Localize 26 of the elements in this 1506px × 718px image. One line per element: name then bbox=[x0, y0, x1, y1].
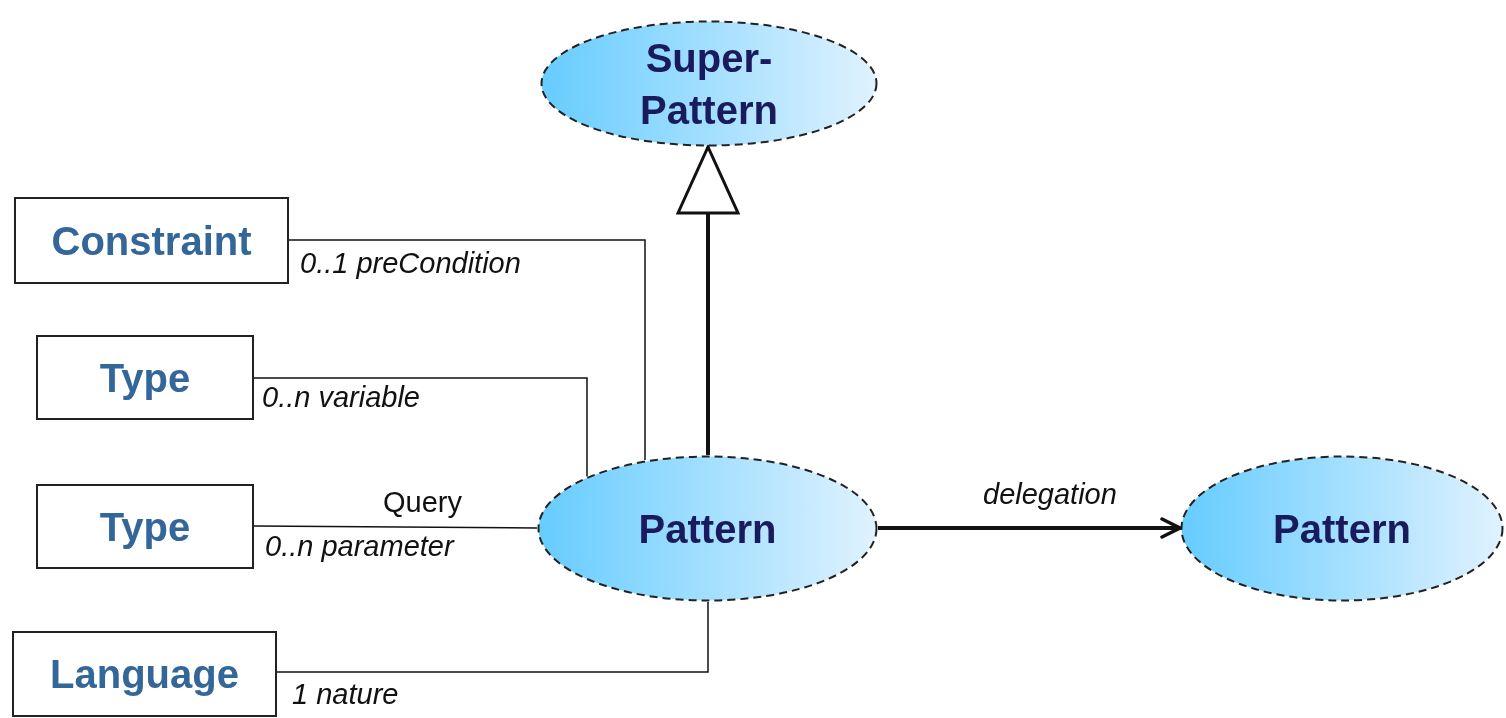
association-line bbox=[253, 377, 588, 478]
edge-label: 0..n parameter bbox=[265, 530, 454, 563]
node-label: Type bbox=[99, 354, 191, 402]
association-line bbox=[288, 239, 646, 461]
class-box bbox=[36, 335, 254, 420]
node-label: Language bbox=[50, 651, 239, 698]
class-box bbox=[12, 631, 277, 717]
qualifier-label: Query bbox=[383, 486, 462, 519]
node-label: Pattern bbox=[637, 505, 778, 553]
class-box bbox=[36, 484, 254, 569]
arrow bbox=[878, 517, 1182, 539]
node-label: Super- Pattern bbox=[639, 34, 779, 134]
ellipse-node bbox=[1180, 455, 1504, 602]
edge-label: 1 nature bbox=[292, 678, 399, 711]
generalization-arrow bbox=[676, 145, 740, 455]
edge-label: delegation bbox=[983, 478, 1117, 511]
association-line bbox=[276, 601, 709, 673]
node-label: Pattern bbox=[1272, 505, 1412, 553]
node-label: Type bbox=[99, 503, 191, 551]
ellipse-node bbox=[540, 20, 878, 147]
ellipse-node bbox=[537, 455, 878, 602]
edge-label: 0..n variable bbox=[262, 381, 420, 414]
association-line bbox=[253, 525, 538, 529]
node-label: Constraint bbox=[51, 217, 252, 265]
edge-label: 0..1 preCondition bbox=[300, 247, 521, 280]
class-box bbox=[14, 197, 289, 284]
